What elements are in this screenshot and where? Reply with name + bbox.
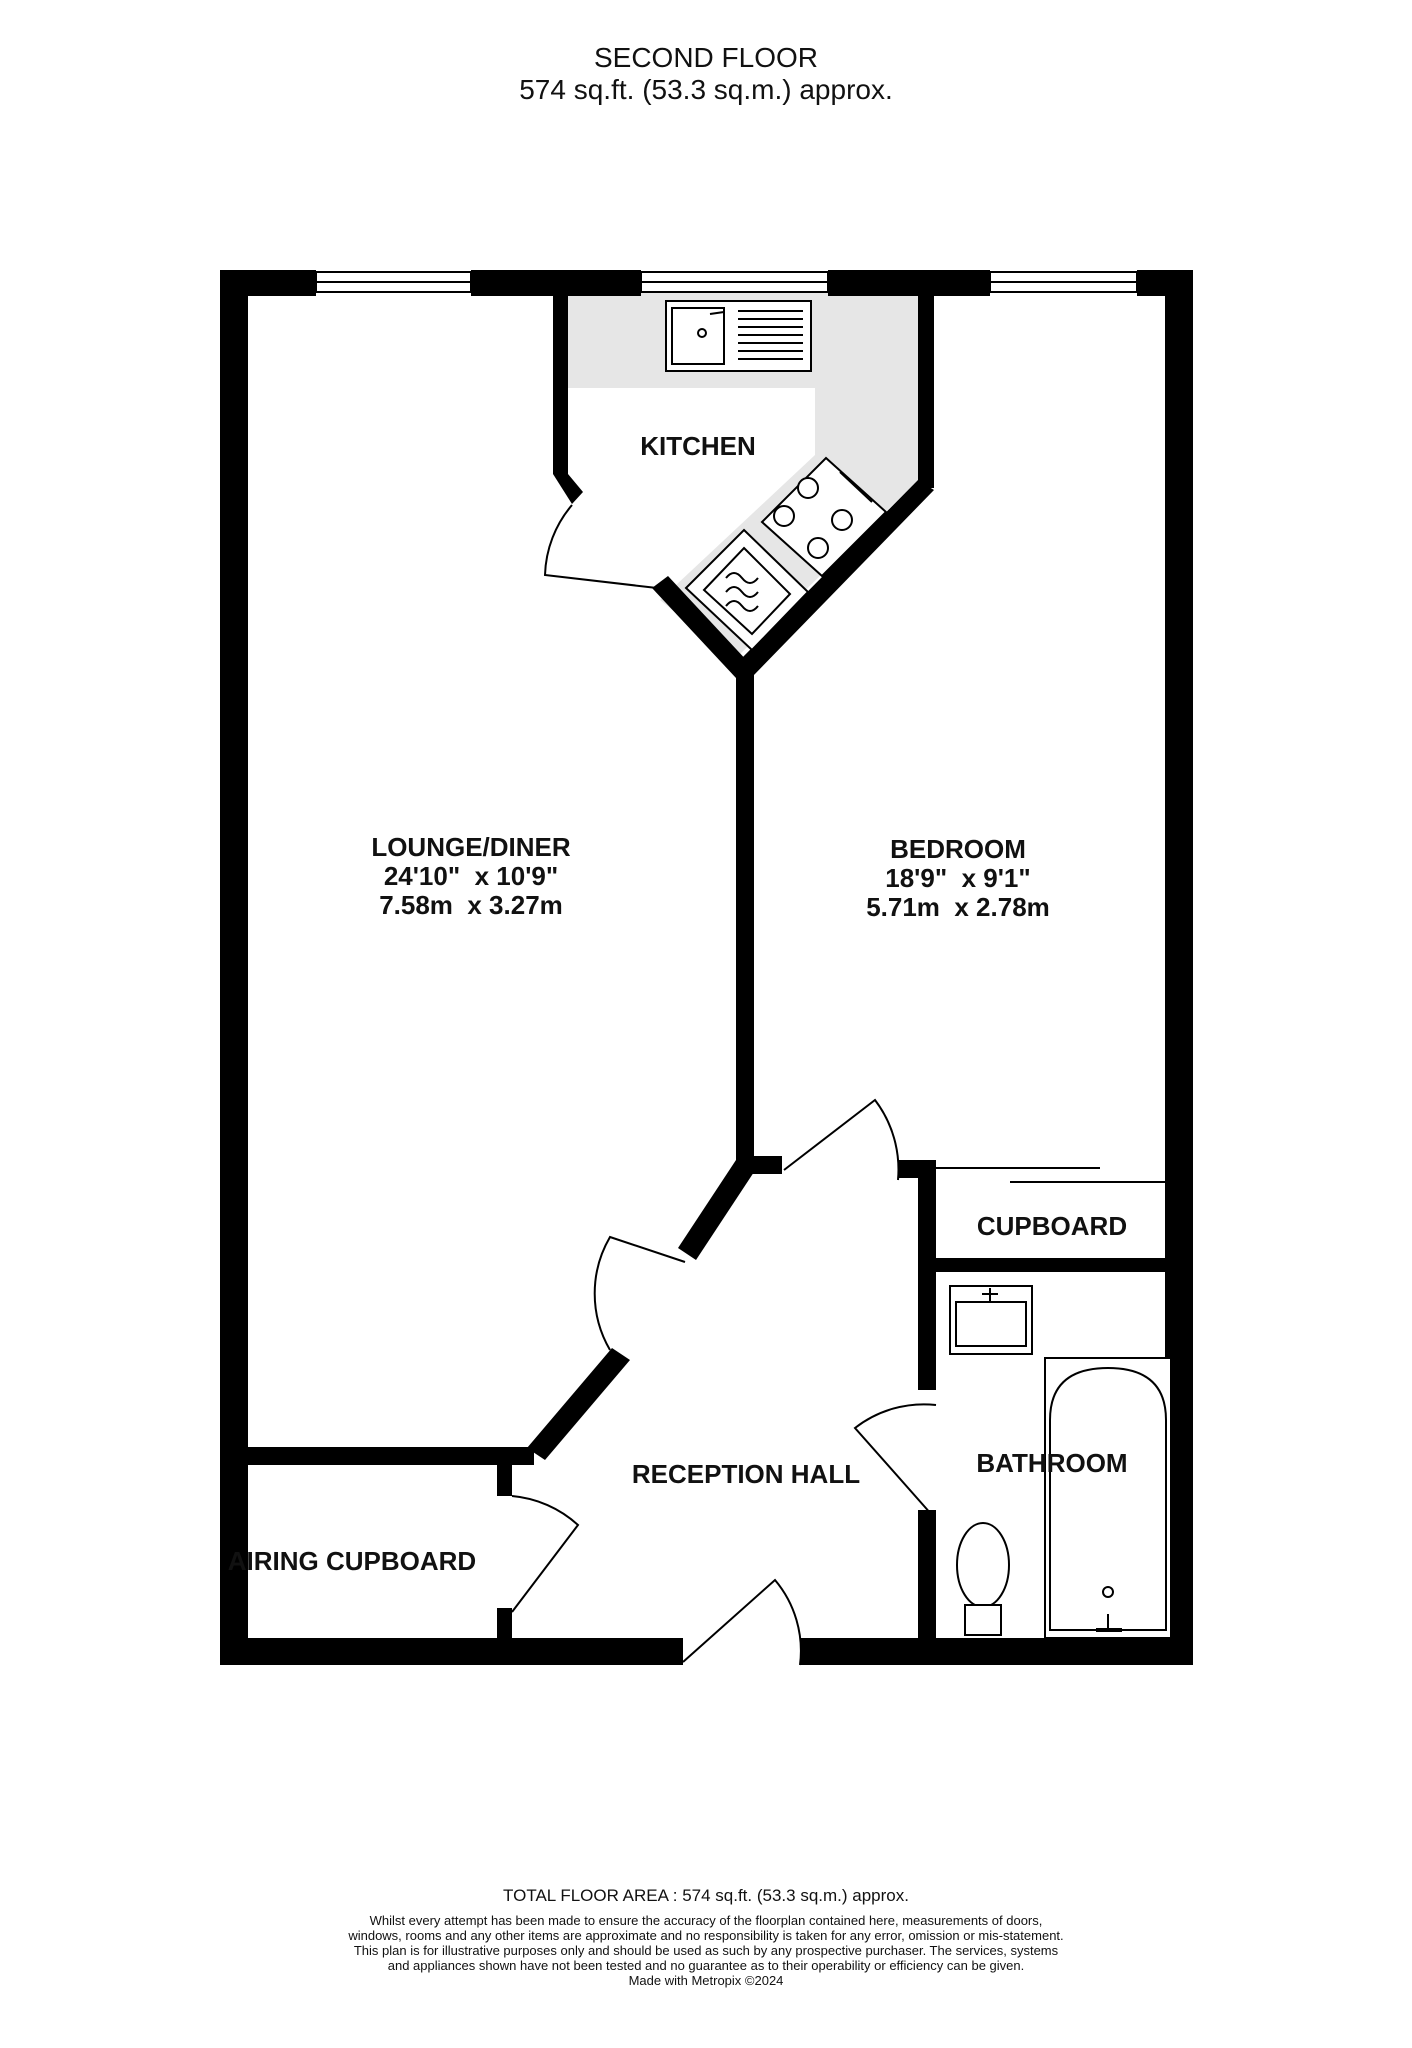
wall-top-3 (828, 270, 990, 296)
wall-partition (736, 664, 754, 1174)
room-label-kitchen: KITCHEN (640, 431, 756, 461)
plan-header: SECOND FLOOR 574 sq.ft. (53.3 sq.m.) app… (0, 42, 1412, 106)
wall-bottom-1 (220, 1638, 683, 1665)
room-label-lounge: LOUNGE/DINER (371, 832, 571, 862)
room-size-lounge-imperial: 24'10" x 10'9" (384, 861, 558, 891)
plan-footer: TOTAL FLOOR AREA : 574 sq.ft. (53.3 sq.m… (0, 1885, 1412, 1988)
cupboard-sliding-door (936, 1167, 1165, 1183)
wall-hall-upper (678, 1160, 754, 1260)
door-airing (511, 1495, 580, 1613)
room-label-airing: AIRING CUPBOARD (228, 1546, 476, 1576)
room-label-cupboard: CUPBOARD (977, 1211, 1127, 1241)
sink-icon (665, 300, 812, 372)
door-bedroom (783, 1098, 900, 1181)
door-entrance (682, 1578, 802, 1666)
room-size-lounge-metric: 7.58m x 3.27m (379, 890, 563, 920)
room-label-reception: RECEPTION HALL (632, 1459, 860, 1489)
wall-cupboard-bottom (918, 1258, 1178, 1272)
room-size-bedroom-metric: 5.71m x 2.78m (866, 892, 1050, 922)
doors (511, 504, 937, 1666)
floor-area: 574 sq.ft. (53.3 sq.m.) approx. (519, 74, 893, 105)
made-with-credit: Made with Metropix ©2024 (628, 1973, 784, 1988)
door-lounge (593, 1235, 686, 1351)
kitchen-worktop (566, 292, 918, 660)
wall-kitchen-right (918, 290, 934, 488)
washing-machine-icon (684, 528, 810, 652)
wall-bath-left (918, 1160, 936, 1390)
disclaimer: Whilst every attempt has been made to en… (348, 1913, 1064, 1973)
room-label-bedroom: BEDROOM (890, 834, 1026, 864)
total-floor-area: TOTAL FLOOR AREA : 574 sq.ft. (53.3 sq.m… (503, 1886, 909, 1905)
wall-lounge-bottom (248, 1447, 534, 1465)
toilet-icon (956, 1522, 1010, 1636)
floor-title: SECOND FLOOR (593, 42, 819, 73)
door-bathroom (853, 1403, 937, 1516)
room-label-bathroom: BATHROOM (976, 1448, 1127, 1478)
wall-bath-left-b (918, 1510, 936, 1665)
room-size-bedroom-imperial: 18'9" x 9'1" (885, 863, 1030, 893)
windows (315, 271, 1138, 293)
wall-airing-post-b (497, 1608, 512, 1638)
wall-kitchen-lower (652, 576, 750, 678)
wall-airing-post (497, 1456, 512, 1496)
basin-icon (949, 1285, 1033, 1355)
walls (220, 270, 1193, 1665)
wall-kitchen-notch (553, 474, 583, 504)
door-kitchen (543, 504, 658, 589)
wall-bottom-2 (800, 1638, 1193, 1665)
hob-icon (760, 456, 888, 578)
wall-hall-lower (527, 1348, 630, 1460)
wall-left (220, 270, 248, 1665)
wall-kitchen-diagonal (736, 480, 934, 676)
bath-icon (1044, 1357, 1172, 1639)
wall-kitchen-left (553, 290, 568, 474)
